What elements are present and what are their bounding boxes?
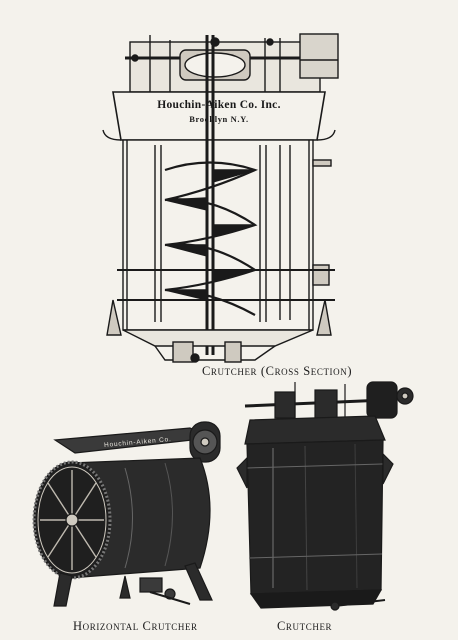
cross-section-location-plate: Brooklyn N.Y.: [189, 114, 249, 124]
vertical-crutcher-caption: Crutcher: [277, 619, 333, 633]
vertical-crutcher-illustration: [236, 381, 414, 611]
horizontal-crutcher-caption: Horizontal Crutcher: [73, 619, 198, 633]
horizontal-crutcher-illustration: Houchin-Aiken Co.: [32, 421, 221, 607]
cross-section-maker-plate: Houchin-Aiken Co. Inc.: [157, 99, 281, 111]
crutcher-cross-section-illustration: Houchin-Aiken Co. Inc. Brooklyn N.Y.: [102, 33, 339, 363]
cross-section-caption: Crutcher (Cross Section): [202, 364, 353, 378]
